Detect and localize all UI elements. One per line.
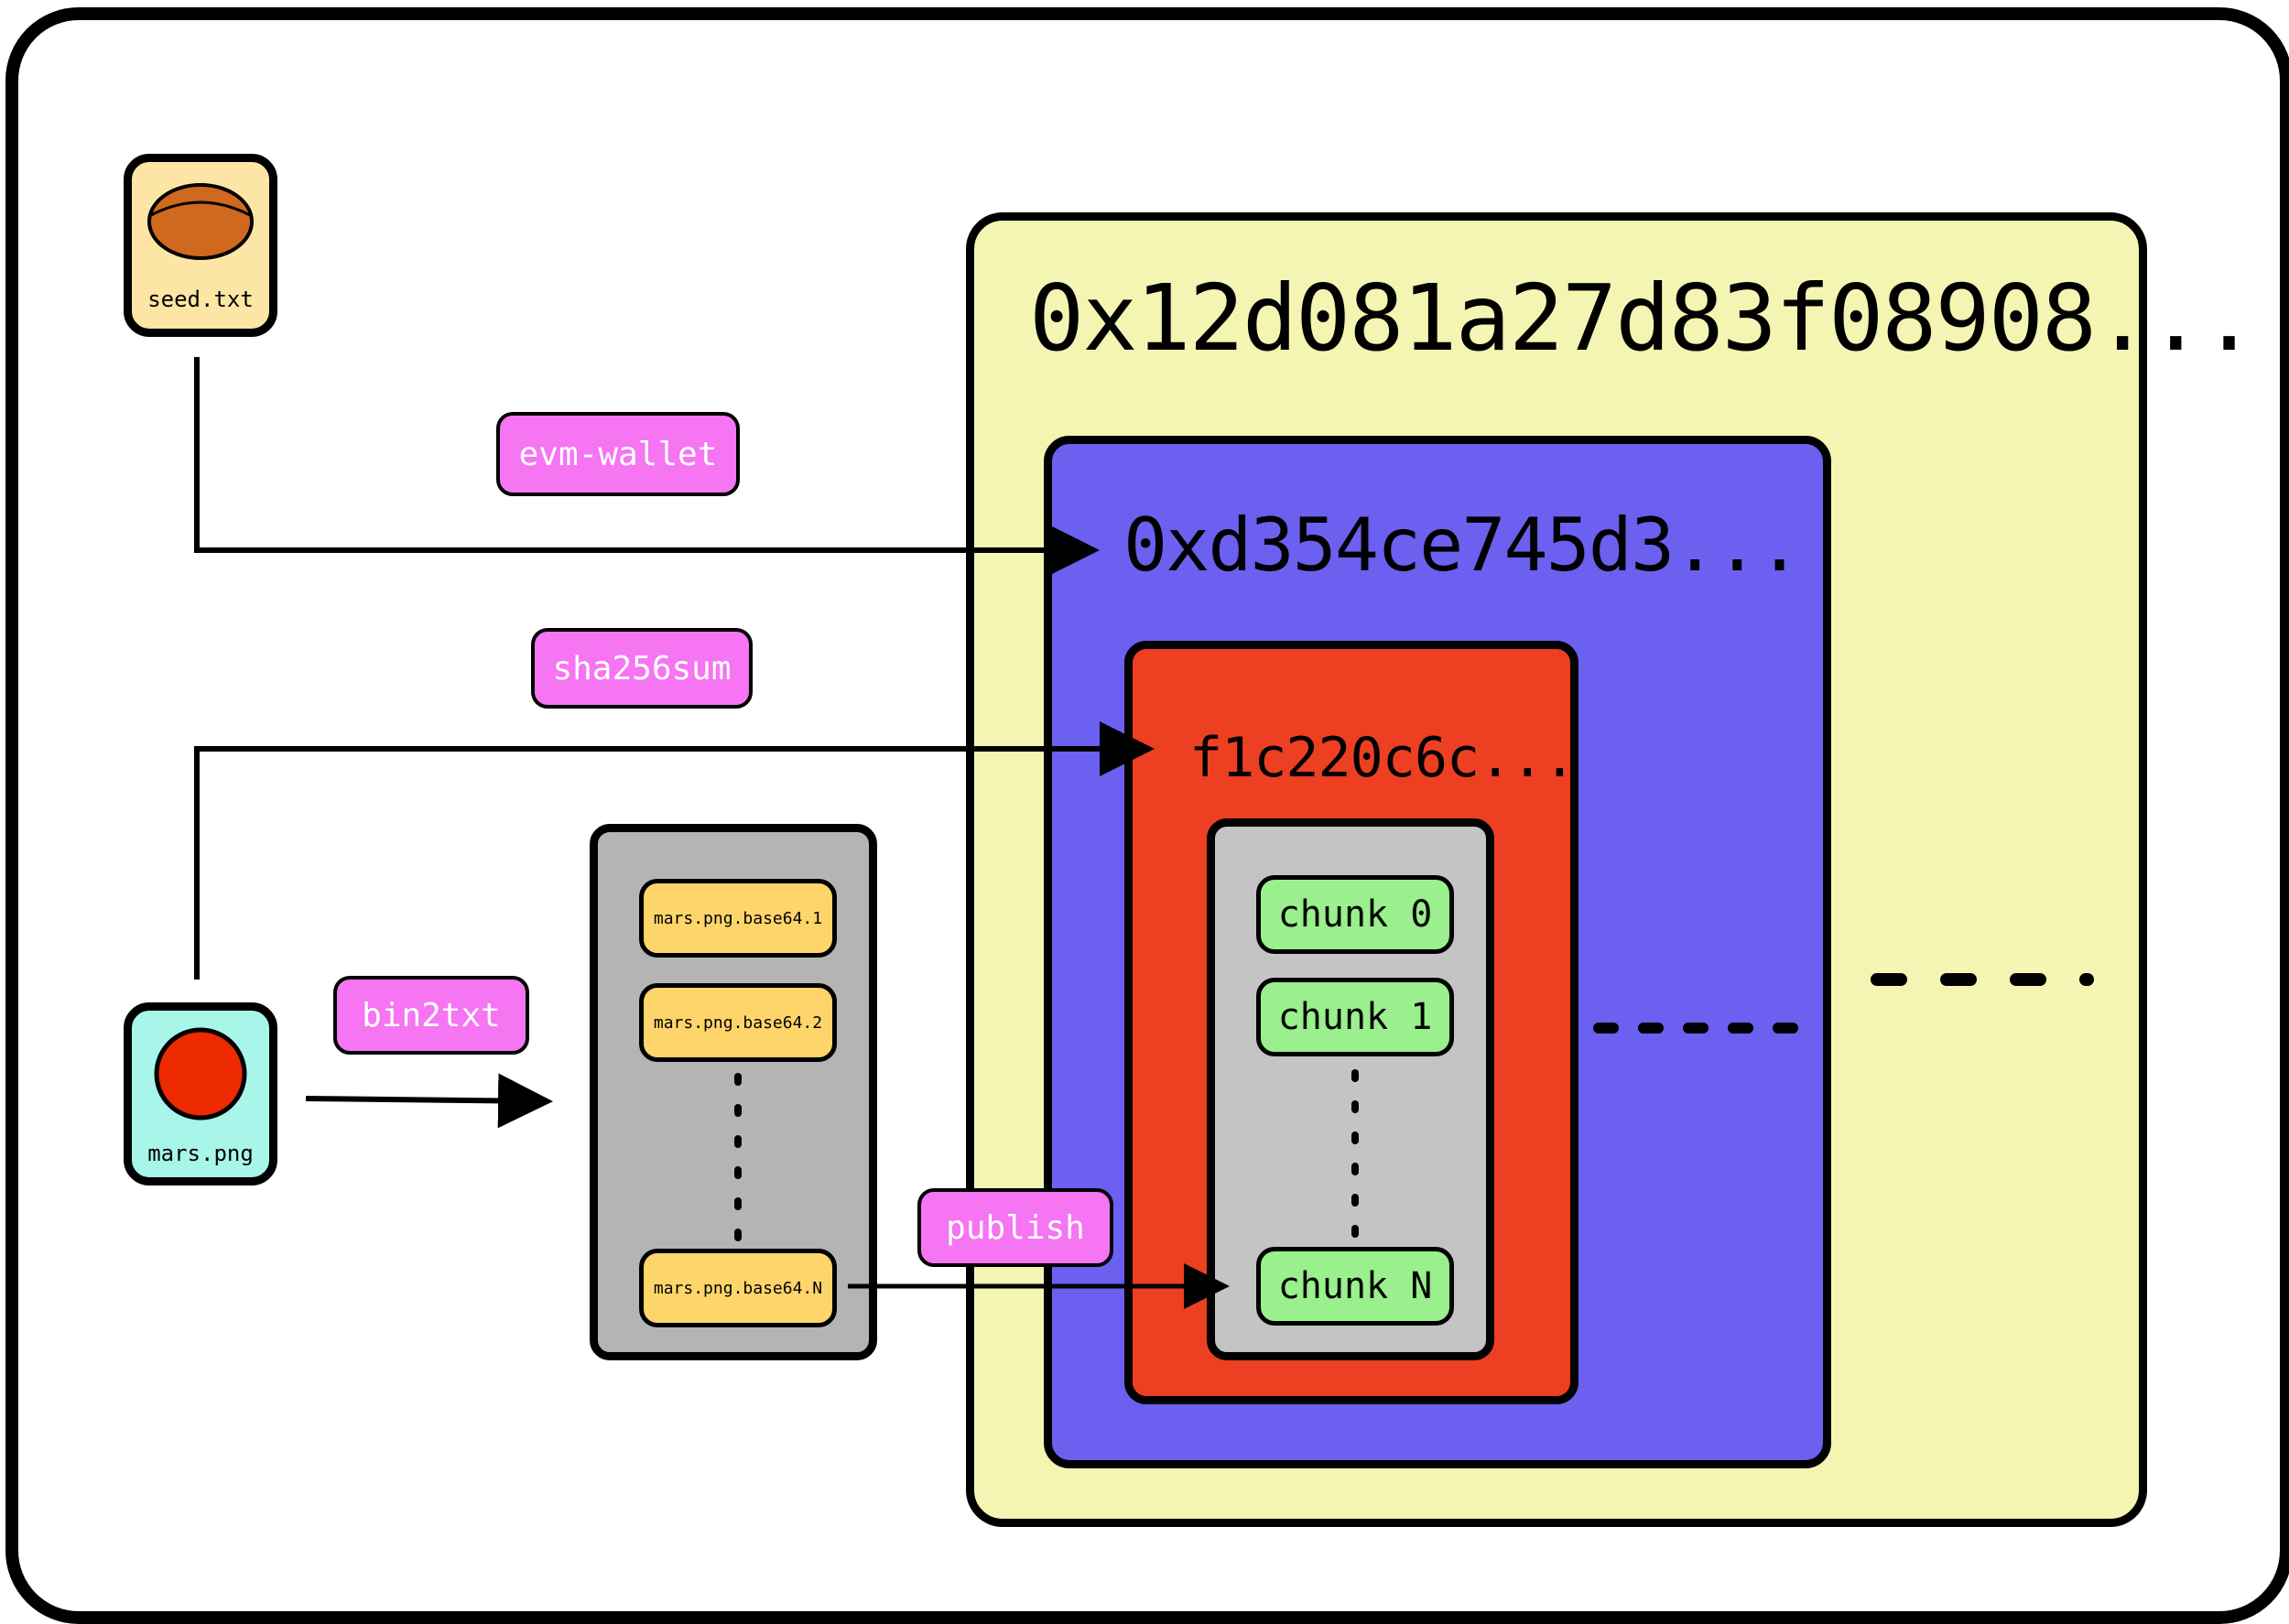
bin2txt-arrow — [305, 1073, 553, 1129]
outer-address-label: 0x12d081a27d83f08908... — [1029, 265, 2257, 372]
sha256sum-arrow — [194, 721, 1155, 980]
chunk-1: chunk 1 — [1256, 978, 1454, 1056]
red-circle-icon — [154, 1027, 247, 1121]
base64-file-2: mars.png.base64.2 — [639, 983, 837, 1062]
base64-file-n: mars.png.base64.N — [639, 1249, 837, 1327]
cylinder-icon — [147, 183, 254, 260]
evm-wallet-arrow — [194, 357, 1100, 578]
base64-file-1: mars.png.base64.1 — [639, 879, 837, 958]
chunk-n: chunk N — [1256, 1247, 1454, 1326]
hash-label: f1c220c6c... — [1189, 726, 1576, 790]
sha256sum-tag: sha256sum — [531, 628, 753, 709]
mars-file-node: mars.png — [124, 1002, 277, 1186]
mars-file-label: mars.png — [147, 1141, 254, 1166]
chunk-0: chunk 0 — [1256, 875, 1454, 954]
publish-tag: publish — [917, 1188, 1113, 1267]
bin2txt-tag: bin2txt — [333, 976, 529, 1055]
wallet-address-label: 0xd354ce745d3... — [1123, 503, 1802, 588]
seed-file-label: seed.txt — [147, 287, 254, 312]
seed-file-node: seed.txt — [124, 154, 277, 337]
evm-wallet-tag: evm-wallet — [496, 412, 740, 496]
